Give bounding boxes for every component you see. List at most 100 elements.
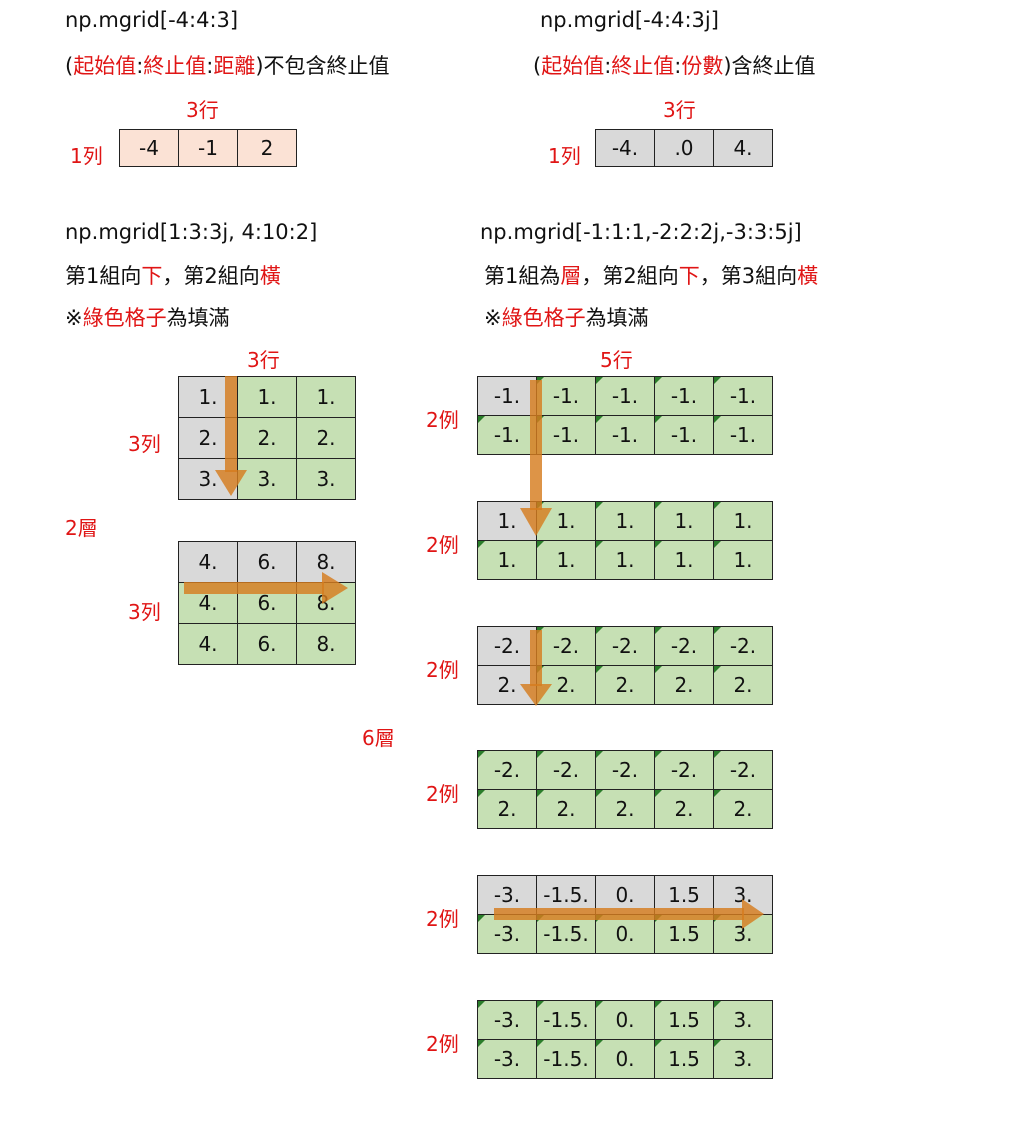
ex4-row-label: 2例 [426, 658, 459, 682]
ex4-cell: 1. [595, 501, 655, 541]
ex4-cell: -1. [536, 415, 596, 455]
ex2-rows-label: 1列 [548, 144, 581, 168]
ex3-layer-a-cell: 1. [296, 376, 356, 418]
ex4-cell: 1.5 [654, 1000, 714, 1040]
ex1-cell: 2 [237, 129, 297, 167]
ex4-cell: 1. [477, 501, 537, 541]
ex4-cell: 1.5 [654, 1039, 714, 1079]
ex4-cell: -2. [713, 626, 773, 666]
ex4-cell: 2. [595, 789, 655, 829]
ex4-layer-table: -2.-2.-2.-2.-2.2.2.2.2.2. [477, 750, 773, 829]
ex4-cell: 1. [713, 540, 773, 580]
ex4-layers-label: 6層 [362, 726, 395, 750]
ex4-cell: 1. [713, 501, 773, 541]
ex2-cell: -4. [595, 129, 655, 167]
ex4-cell: -2. [595, 626, 655, 666]
ex4-cell: -2. [536, 626, 596, 666]
ex4-note: ※綠色格子為填滿 [484, 306, 649, 330]
ex4-row-label: 2例 [426, 907, 459, 931]
ex4-cell: -3. [477, 914, 537, 954]
ex4-cell: 1.5 [654, 914, 714, 954]
ex4-cell: -1. [536, 376, 596, 416]
ex3-layer-b-cell: 4. [178, 541, 238, 583]
ex4-layer-table: 1.1.1.1.1.1.1.1.1.1. [477, 501, 773, 580]
ex4-cell: -2. [654, 626, 714, 666]
ex4-cell: 2. [654, 789, 714, 829]
ex3-layer-a-table: 1. 1. 1. 2. 2. 2. 3. 3. 3. [178, 376, 356, 500]
ex3-layer-b-cell: 6. [237, 541, 297, 583]
ex1-code: np.mgrid[-4:4:3] [65, 8, 239, 32]
ex4-description: 第1組為層，第2組向下，第3組向橫 [484, 264, 819, 288]
ex4-cell: 1. [477, 540, 537, 580]
ex4-row-label: 2例 [426, 533, 459, 557]
ex3-layer-a-cell: 2. [237, 417, 297, 459]
ex4-cell: 1. [654, 540, 714, 580]
ex4-cell: -2. [654, 750, 714, 790]
ex4-cell: -3. [477, 1000, 537, 1040]
ex4-cell: -2. [713, 750, 773, 790]
ex3-layer-b-cell: 4. [178, 623, 238, 665]
ex2-array-table: -4. .0 4. [595, 129, 773, 167]
ex4-cell: 0. [595, 1000, 655, 1040]
ex4-row-label: 2例 [426, 1032, 459, 1056]
ex2-cell: 4. [713, 129, 773, 167]
ex3-layers-label: 2層 [65, 516, 98, 540]
ex1-cell: -1 [178, 129, 238, 167]
ex4-cell: 2. [595, 665, 655, 705]
ex4-cell: 0. [595, 1039, 655, 1079]
ex4-cell: 2. [654, 665, 714, 705]
ex4-cell: 2. [713, 789, 773, 829]
ex4-row-label: 2例 [426, 408, 459, 432]
ex4-row-label: 2例 [426, 782, 459, 806]
ex4-cell: 1. [536, 540, 596, 580]
ex3-layer-b-cell: 6. [237, 623, 297, 665]
ex4-code: np.mgrid[-1:1:1,-2:2:2j,-3:3:5j] [480, 220, 802, 244]
ex4-cell: -2. [477, 626, 537, 666]
ex4-cell: -1.5. [536, 914, 596, 954]
ex4-cell: 1. [595, 540, 655, 580]
ex4-cell: -1. [595, 415, 655, 455]
ex4-layer-table: -1.-1.-1.-1.-1.-1.-1.-1.-1.-1. [477, 376, 773, 455]
ex4-cell: -1. [595, 376, 655, 416]
ex3-cols-label: 3行 [247, 348, 280, 372]
ex3-layer-a-cell: 3. [296, 458, 356, 500]
ex1-cols-label: 3行 [186, 98, 219, 122]
ex1-array-table: -4 -1 2 [119, 129, 297, 167]
ex2-cols-label: 3行 [663, 98, 696, 122]
ex4-cell: -1. [654, 376, 714, 416]
ex4-cell: 3. [713, 1000, 773, 1040]
ex3-note: ※綠色格子為填滿 [65, 306, 230, 330]
ex4-cell: 0. [595, 914, 655, 954]
ex3-layer-a-cell: 2. [296, 417, 356, 459]
ex4-cell: -1. [713, 376, 773, 416]
ex4-cell: 2. [536, 789, 596, 829]
ex4-cell: -1. [654, 415, 714, 455]
ex3-code: np.mgrid[1:3:3j, 4:10:2] [65, 220, 318, 244]
ex2-description: (起始值:終止值:份數)含終止值 [533, 54, 816, 78]
ex4-cols-label: 5行 [600, 348, 633, 372]
ex4-cell: 3. [713, 1039, 773, 1079]
ex3-layer-a-cell: 1. [237, 376, 297, 418]
ex3-description: 第1組向下，第2組向橫 [65, 264, 281, 288]
ex4-cell: -1.5. [536, 1039, 596, 1079]
ex4-cell: 2. [477, 789, 537, 829]
ex2-code: np.mgrid[-4:4:3j] [540, 8, 719, 32]
ex1-cell: -4 [119, 129, 179, 167]
ex4-cell: -2. [595, 750, 655, 790]
ex4-cell: -1. [477, 415, 537, 455]
ex3-rows-label-b: 3列 [128, 600, 161, 624]
ex1-rows-label: 1列 [70, 144, 103, 168]
ex3-layer-b-cell: 8. [296, 623, 356, 665]
ex4-cell: -3. [477, 1039, 537, 1079]
ex2-cell: .0 [654, 129, 714, 167]
ex4-cell: -1.5. [536, 1000, 596, 1040]
ex4-cell: 1. [654, 501, 714, 541]
ex4-cell: 2. [477, 665, 537, 705]
ex4-cell: -1. [713, 415, 773, 455]
ex4-cell: -1. [477, 376, 537, 416]
ex4-cell: -2. [536, 750, 596, 790]
ex4-cell: -2. [477, 750, 537, 790]
ex1-description: (起始值:終止值:距離)不包含終止值 [65, 54, 390, 78]
ex3-rows-label-a: 3列 [128, 432, 161, 456]
